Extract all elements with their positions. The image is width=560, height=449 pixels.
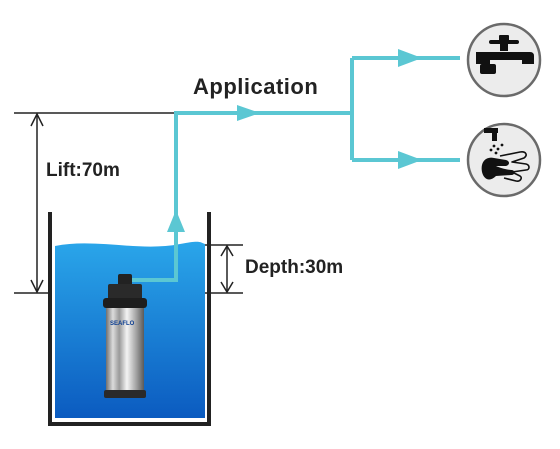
lift-label: Lift:70m bbox=[46, 160, 120, 181]
pump-brand-label: SEAFLO bbox=[110, 321, 135, 327]
submersible-pump: SEAFLO bbox=[103, 274, 147, 398]
depth-dimension bbox=[205, 244, 243, 294]
depth-label: Depth:30m bbox=[245, 257, 344, 278]
hand-washing-outlet bbox=[466, 122, 542, 198]
faucet-outlet bbox=[466, 22, 542, 98]
lift-dimension bbox=[14, 112, 178, 294]
tank bbox=[48, 212, 211, 426]
hand-washing-icon bbox=[481, 128, 530, 182]
flow-arrows bbox=[167, 49, 422, 232]
application-label: Application bbox=[193, 74, 319, 99]
faucet-icon bbox=[476, 35, 534, 74]
